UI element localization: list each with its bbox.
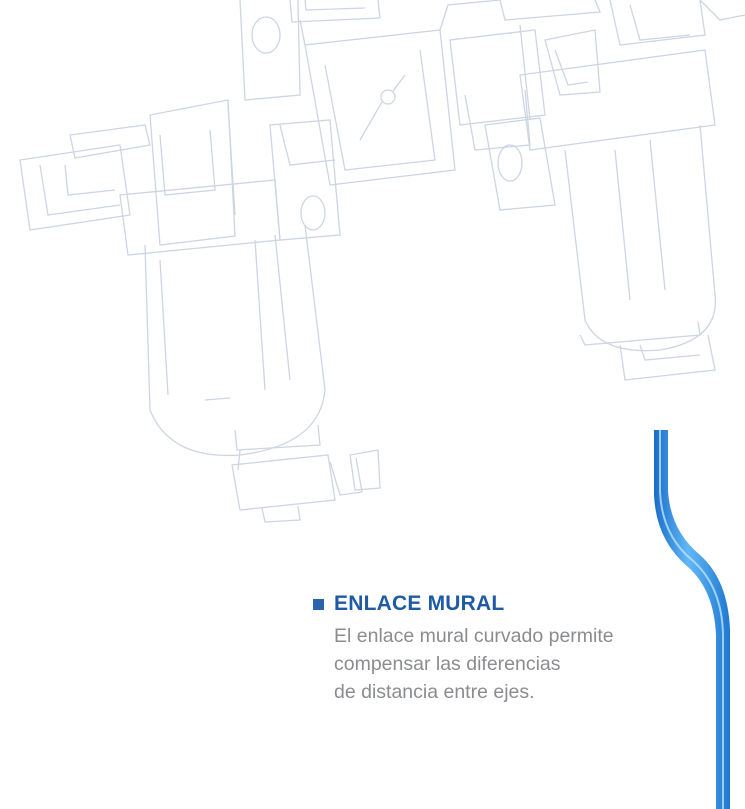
feature-description-line: de distancia entre ejes. xyxy=(334,681,535,703)
filter-regulator-sketch-icon xyxy=(19,0,745,523)
feature-title: ENLACE MURAL xyxy=(334,592,505,615)
feature-description: El enlace mural curvado permite compensa… xyxy=(334,622,733,706)
feature-header: ENLACE MURAL xyxy=(313,592,733,616)
feature-description-line: El enlace mural curvado permite xyxy=(334,625,614,647)
feature-description-line: compensar las diferencias xyxy=(334,653,561,675)
wall-link-pipe-icon xyxy=(654,430,730,809)
square-bullet-icon xyxy=(313,598,324,610)
feature-block: ENLACE MURAL El enlace mural curvado per… xyxy=(313,592,733,706)
